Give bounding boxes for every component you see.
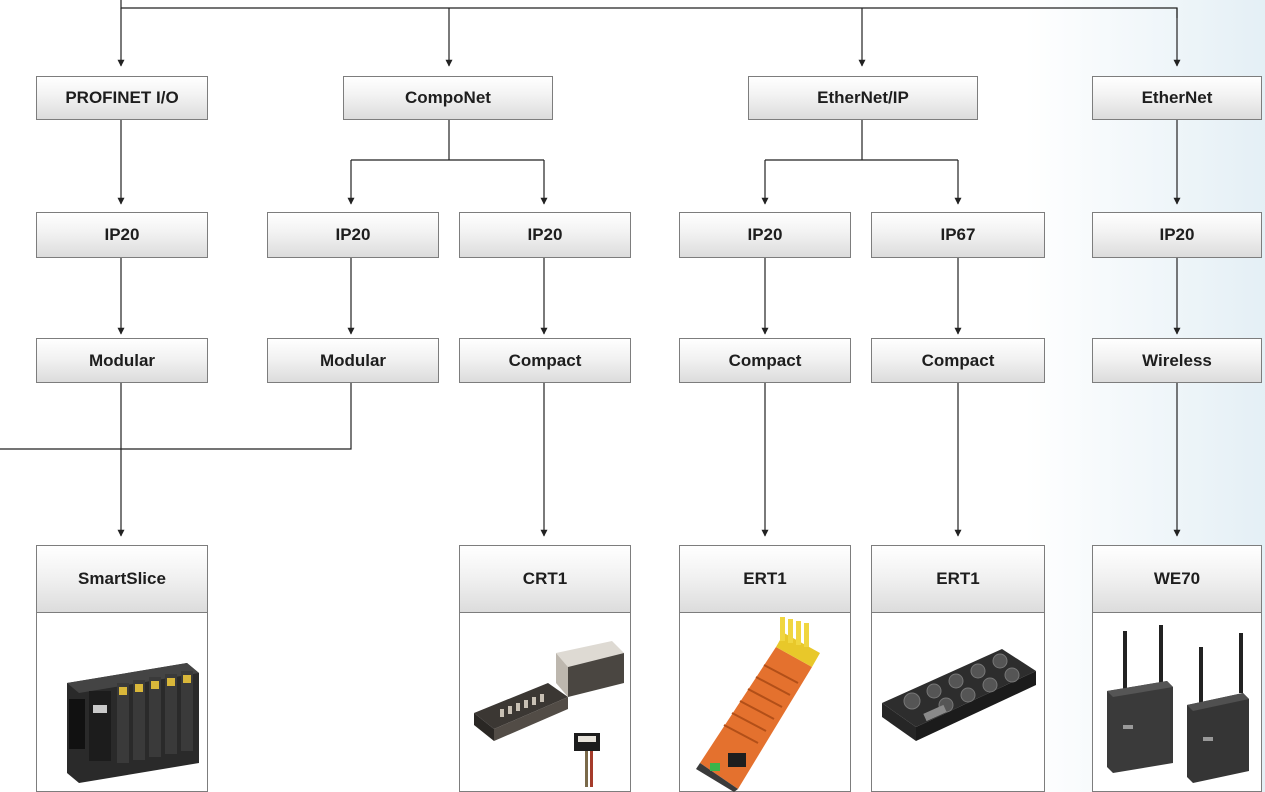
- componet-split: [351, 120, 544, 161]
- protection-box-eip-ip67: IP67: [871, 212, 1045, 258]
- format-box-componet-compact: Compact: [459, 338, 631, 383]
- protection-box-profinet-ip20: IP20: [36, 212, 208, 258]
- ethernet-ip-split: [765, 120, 958, 161]
- smartslice-module-photo: [67, 663, 199, 783]
- product-title-ert1-ip20: ERT1: [679, 545, 851, 613]
- format-box-ethernet-wireless: Wireless: [1092, 338, 1262, 383]
- product-card-ert1-ip67: [871, 613, 1045, 792]
- product-card-crt1: [459, 613, 631, 792]
- product-card-we70: [1092, 613, 1262, 792]
- format-box-eip-compact-ip20: Compact: [679, 338, 851, 383]
- protection-box-componet-ip20-compact: IP20: [459, 212, 631, 258]
- product-title-smartslice: SmartSlice: [36, 545, 208, 613]
- product-card-ert1-ip20: [679, 613, 851, 792]
- ert1-ip67-block-photo: [882, 649, 1036, 741]
- product-title-crt1: CRT1: [459, 545, 631, 613]
- format-box-eip-compact-ip67: Compact: [871, 338, 1045, 383]
- product-title-ert1-ip67: ERT1: [871, 545, 1045, 613]
- network-box-ethernet: EtherNet: [1092, 76, 1262, 120]
- network-box-componet: CompoNet: [343, 76, 553, 120]
- format-box-componet-modular: Modular: [267, 338, 439, 383]
- product-title-we70: WE70: [1092, 545, 1262, 613]
- product-card-smartslice: [36, 613, 208, 792]
- network-box-ethernet-ip: EtherNet/IP: [748, 76, 978, 120]
- protection-box-eip-ip20: IP20: [679, 212, 851, 258]
- componet-modular-return: [0, 383, 352, 450]
- crt1-terminal-photo: [474, 641, 624, 787]
- we70-wireless-units-photo: [1107, 625, 1249, 783]
- protection-box-ethernet-ip20: IP20: [1092, 212, 1262, 258]
- format-box-profinet-modular: Modular: [36, 338, 208, 383]
- network-box-profinet: PROFINET I/O: [36, 76, 208, 120]
- protection-box-componet-ip20-modular: IP20: [267, 212, 439, 258]
- ert1-ip20-terminal-photo: [696, 617, 820, 792]
- top-bus-line: [120, 0, 1178, 18]
